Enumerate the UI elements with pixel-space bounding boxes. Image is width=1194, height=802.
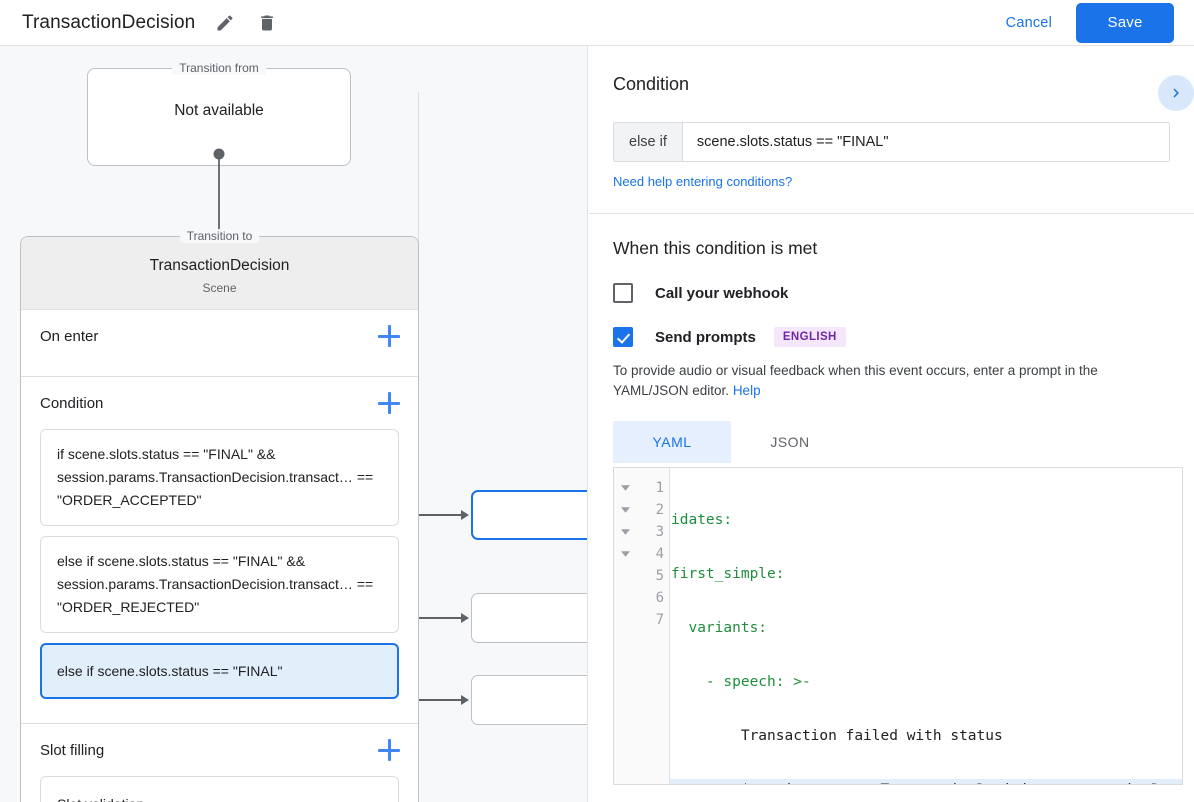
cancel-button[interactable]: Cancel: [992, 7, 1066, 39]
page-title: TransactionDecision: [22, 11, 196, 33]
code-line: idates:: [671, 512, 733, 528]
condition-editor-row: else if: [613, 122, 1170, 162]
line-number: 1: [655, 480, 664, 496]
prompt-description-text: To provide audio or visual feedback when…: [613, 363, 1098, 398]
condition-item-3[interactable]: else if scene.slots.status == "FINAL": [40, 643, 399, 699]
chevron-right-icon[interactable]: [1158, 75, 1194, 111]
add-slot-filling-button[interactable]: [378, 739, 400, 761]
code-line: - speech: >-: [671, 674, 811, 690]
condition-item-2[interactable]: else if scene.slots.status == "FINAL" &&…: [40, 536, 399, 633]
send-prompts-label: Send prompts: [655, 328, 756, 346]
condition-connector-line-1: [404, 514, 462, 516]
editor-format-tabs: YAML JSON: [613, 421, 1170, 463]
condition-item-1[interactable]: if scene.slots.status == "FINAL" && sess…: [40, 429, 399, 526]
top-app-bar: TransactionDecision Cancel Save: [0, 0, 1194, 46]
condition-connector-arrow-3: [461, 695, 469, 705]
condition-input[interactable]: [682, 123, 1169, 161]
condition-connector-arrow-1: [461, 510, 469, 520]
save-button[interactable]: Save: [1076, 2, 1174, 43]
line-number: 7: [655, 612, 664, 628]
code-line-numbers: 1 2 3 4 5 6 7: [636, 468, 670, 784]
fold-toggle-1[interactable]: [614, 477, 636, 499]
prompt-description: To provide audio or visual feedback when…: [613, 361, 1170, 401]
scene-graph-canvas[interactable]: Transition from Not available Transition…: [0, 46, 588, 802]
scene-name: TransactionDecision: [149, 257, 290, 274]
panel-when-met-section: When this condition is met Call your web…: [589, 214, 1194, 785]
section-condition: Condition if scene.slots.status == "FINA…: [21, 377, 418, 724]
condition-target-box-1[interactable]: [471, 490, 587, 540]
line-number: 6: [655, 590, 664, 606]
trash-icon[interactable]: [255, 11, 279, 35]
transition-to-legend: Transition to: [179, 229, 260, 243]
code-content[interactable]: idates: first_simple: variants: - speech…: [670, 468, 1182, 784]
code-fold-column: [614, 468, 636, 784]
scene-type-label: Scene: [202, 281, 237, 295]
section-on-enter-label: On enter: [40, 327, 99, 345]
tab-json[interactable]: JSON: [770, 434, 810, 450]
call-webhook-label: Call your webhook: [655, 284, 789, 302]
send-prompts-row: Send prompts ENGLISH: [613, 327, 1170, 347]
pencil-icon[interactable]: [213, 11, 237, 35]
language-badge: ENGLISH: [773, 327, 846, 347]
tab-yaml[interactable]: YAML: [613, 421, 731, 463]
add-condition-button[interactable]: [378, 392, 400, 414]
section-slot-filling-label: Slot filling: [40, 741, 105, 759]
webhook-row: Call your webhook: [613, 283, 1170, 303]
section-on-enter: On enter: [21, 310, 418, 377]
section-slot-filling: Slot filling Slot validation: [21, 724, 418, 802]
code-line: variants:: [671, 620, 768, 636]
scene-card: Transition to TransactionDecision Scene …: [20, 229, 419, 802]
condition-help-link[interactable]: Need help entering conditions?: [613, 174, 793, 189]
section-condition-label: Condition: [40, 394, 104, 412]
prompt-help-link[interactable]: Help: [732, 383, 761, 398]
line-number: 3: [655, 524, 664, 540]
condition-prefix-label: else if: [614, 123, 683, 161]
condition-target-box-3[interactable]: [471, 675, 587, 725]
fold-toggle-4[interactable]: [614, 543, 636, 565]
code-line: first_simple:: [671, 566, 785, 582]
transition-from-value: Not available: [174, 102, 264, 119]
panel-title: Condition: [613, 74, 690, 94]
transition-from-legend: Transition from: [172, 61, 266, 75]
fold-toggle-3[interactable]: [614, 521, 636, 543]
code-line: Transaction failed with status: [671, 728, 1003, 744]
slot-validation-item[interactable]: Slot validation: [40, 776, 399, 802]
when-condition-met-title: When this condition is met: [613, 238, 818, 258]
condition-target-box-2[interactable]: [471, 593, 587, 643]
condition-connector-line-3: [404, 699, 462, 701]
line-number: 5: [655, 568, 664, 584]
line-number: 2: [655, 502, 664, 518]
send-prompts-checkbox[interactable]: [613, 327, 633, 347]
line-number: 4: [655, 546, 664, 562]
fold-toggle-2[interactable]: [614, 499, 636, 521]
condition-connector-line-2: [404, 617, 462, 619]
condition-connector-arrow-2: [461, 613, 469, 623]
scene-card-header[interactable]: Transition to TransactionDecision Scene: [21, 229, 418, 310]
call-webhook-checkbox[interactable]: [613, 283, 633, 303]
panel-condition-section: Condition else if Need help entering con…: [589, 46, 1194, 214]
condition-detail-panel: Condition else if Need help entering con…: [589, 46, 1194, 802]
code-line: $session.params.TransactionDecision.tran…: [670, 779, 1182, 784]
add-on-enter-button[interactable]: [378, 325, 400, 347]
yaml-code-editor[interactable]: 1 2 3 4 5 6 7 idates: first_simple: vari…: [613, 467, 1183, 785]
